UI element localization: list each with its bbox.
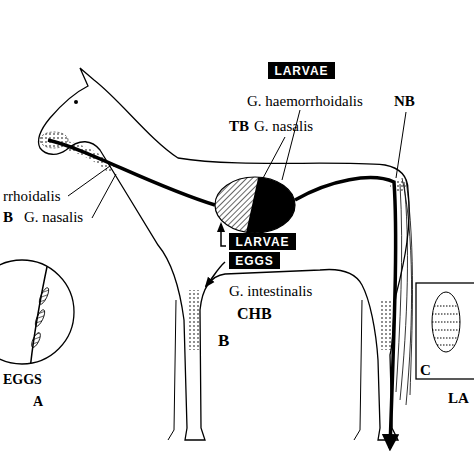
horse-eye [74,100,78,104]
horse-outline [38,68,409,440]
leg-egg-site [381,300,391,350]
leader-line [68,110,406,218]
inset-caption: LA [448,390,469,407]
panel-letter: C [420,362,431,379]
pointer-arrow [206,262,225,286]
species-name: G. nasalis [254,118,313,135]
label-box: EGGS [229,252,280,269]
box-text: LARVAE [235,236,289,248]
box-text: LARVAE [274,65,328,77]
label-box: LARVAE [229,233,296,250]
species-name: rrhoidalis [3,188,61,205]
migration-route [295,178,396,448]
panel-letter: A [33,394,43,409]
site-code: NB [394,93,415,110]
site-code: TB [229,118,249,135]
pointer-arrow [221,224,226,246]
leg-egg-site [188,290,200,350]
inset-box [416,283,474,379]
larva-drawing [432,292,460,352]
stomach [215,177,295,233]
species-name: G. nasalis [24,209,83,226]
site-code: B [3,209,13,226]
label-box: LARVAE [268,62,335,79]
species-name: G. haemorrhoidalis [247,93,363,110]
inset-caption: EGGS [3,372,42,387]
box-text: EGGS [235,255,274,267]
inset-circle [0,260,74,364]
species-name: G. intestinalis [229,283,312,300]
hair-with-eggs [30,262,51,370]
site-code: CHB [237,305,272,323]
migration-route [48,140,215,205]
tail-hair [396,178,413,405]
panel-letter: B [218,332,229,351]
stomach-dark [215,177,295,233]
